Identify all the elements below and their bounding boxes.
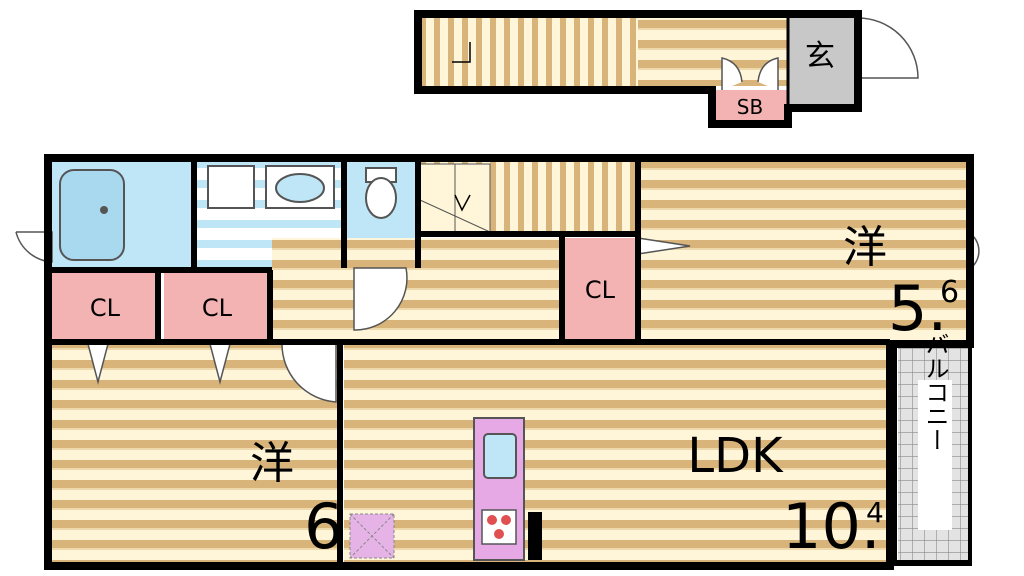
toilet-door — [353, 267, 408, 331]
fridge-wall — [528, 512, 542, 560]
genkan-floor — [788, 14, 854, 108]
western-right-label: 洋 — [843, 222, 887, 273]
closet-mid-label: CL — [202, 294, 233, 322]
closet-right-label: CL — [585, 276, 616, 304]
western-room-right — [638, 162, 968, 340]
closet-mid — [164, 272, 270, 340]
shoebox-doors — [721, 57, 779, 90]
left-room-door — [281, 343, 337, 403]
ldk-room — [344, 344, 894, 562]
stair-arrow — [452, 42, 471, 63]
inner-walls — [52, 162, 897, 562]
western-left-size: 6 — [304, 490, 343, 563]
western-right-size-main: 5. — [888, 272, 947, 345]
toilet-bowl — [365, 177, 397, 219]
western-left-label: 洋 — [250, 438, 294, 489]
kitchen-sink — [483, 433, 517, 479]
ldk-size-main: 10. — [782, 490, 881, 563]
ldk-size-sub: 4 — [866, 496, 884, 529]
entrance-walls — [414, 10, 862, 128]
genkan-label: 玄 — [805, 39, 835, 74]
stair-upper — [418, 14, 638, 86]
western-right-size-sub: 6 — [940, 275, 959, 310]
closet-left-label: CL — [90, 294, 121, 322]
main-unit: CL CL CL 洋 5. 6 洋 6 LDK 10. 4 バルコニー — [15, 154, 980, 570]
balcony-label: バルコニー — [921, 332, 949, 452]
bathtub — [59, 169, 125, 261]
closet-right — [562, 238, 638, 340]
western-room-left — [52, 344, 342, 562]
ldk-label: LDK — [687, 428, 784, 484]
shoebox — [712, 90, 788, 124]
entrance-door — [857, 17, 919, 79]
shoebox-label: SB — [737, 95, 763, 119]
closet-left — [52, 272, 158, 340]
washing-machine — [207, 165, 255, 209]
entrance-unit: 玄 SB — [414, 10, 919, 128]
